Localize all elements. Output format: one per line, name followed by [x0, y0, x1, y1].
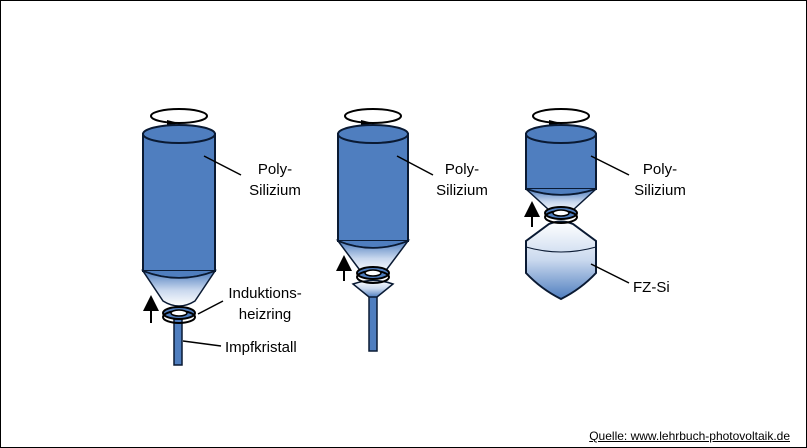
induction-coil — [162, 306, 196, 324]
induction-coil-label: Induktions-heizring — [228, 285, 302, 323]
stage-1 — [141, 108, 242, 366]
poly-silicon-label-1: Poly-Silizium — [249, 161, 301, 199]
poly-silicon-label-2: Poly-Silizium — [436, 161, 488, 199]
poly-silicon-rod — [142, 133, 216, 272]
seed-crystal-rod — [173, 318, 183, 366]
induction-coil — [356, 266, 390, 284]
poly-silicon-rod — [337, 133, 409, 242]
grown-crystal — [351, 279, 395, 298]
induction-coil — [544, 206, 578, 224]
seed-crystal-label: Impfkristall — [225, 339, 297, 356]
fz-crystal — [525, 220, 597, 301]
stage-2 — [335, 108, 434, 352]
fz-si-label: FZ-Si — [633, 279, 670, 296]
stage-3 — [524, 108, 630, 301]
source-link[interactable]: Quelle: www.lehrbuch-photovoltaik.de — [589, 429, 790, 443]
melt-zone — [141, 269, 217, 307]
crystal-rod — [368, 292, 378, 352]
poly-silicon-label-3: Poly-Silizium — [634, 161, 686, 199]
